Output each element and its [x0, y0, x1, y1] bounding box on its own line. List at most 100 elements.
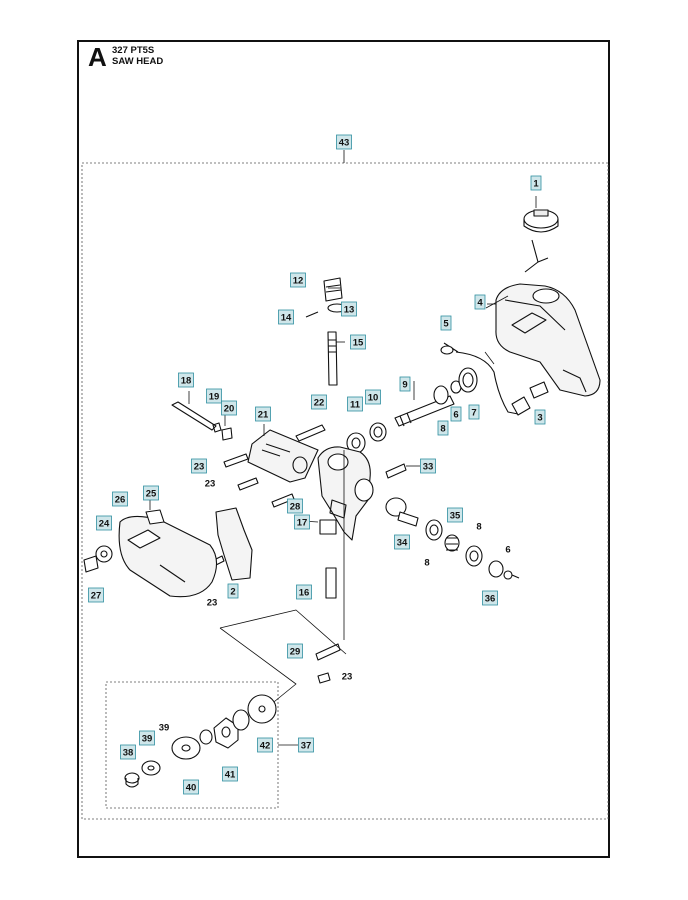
callout-label: 24 — [99, 519, 110, 530]
callout-label: 8 — [424, 558, 429, 569]
callout-label: 40 — [186, 783, 197, 794]
callout-box — [255, 406, 271, 422]
callout-box — [347, 396, 363, 412]
callout-box — [365, 389, 381, 405]
section-letter: A — [88, 42, 107, 72]
callout-label: 37 — [301, 741, 312, 752]
callout-box — [440, 315, 452, 331]
callout-17: 17 — [294, 514, 310, 530]
blade-kit-parts — [124, 694, 277, 788]
callout-box — [399, 376, 411, 392]
oil-filter-part — [529, 381, 549, 399]
model-name: 327 PT5S — [112, 45, 155, 56]
tensioner-parts — [171, 401, 233, 441]
callout-19: 19 — [206, 388, 222, 404]
callout-box — [534, 409, 546, 425]
callout-box — [221, 400, 237, 416]
callout-box — [287, 643, 303, 659]
callout-label: 13 — [344, 305, 355, 316]
callout-label: 23 — [342, 672, 353, 683]
callout-8: 8 — [437, 420, 449, 436]
callout-box — [294, 514, 310, 530]
section-title: SAW HEAD — [112, 56, 164, 67]
callout-box — [350, 334, 366, 350]
callout-label: 23 — [207, 598, 218, 609]
callout-label: 8 — [440, 424, 445, 435]
callout-box — [311, 394, 327, 410]
callout-box — [88, 587, 104, 603]
callout-box — [474, 294, 486, 310]
callout-box — [530, 175, 542, 191]
callout-box — [183, 779, 199, 795]
callout-label: 21 — [258, 410, 269, 421]
callout-label: 19 — [209, 392, 220, 403]
callout-label: 15 — [353, 338, 364, 349]
callout-8: 8 — [476, 522, 481, 533]
callout-box — [394, 534, 410, 550]
callout-label: 27 — [91, 591, 102, 602]
callout-label: 34 — [397, 538, 408, 549]
callout-label: 5 — [443, 319, 449, 330]
callout-box — [482, 590, 498, 606]
callout-23: 23 — [342, 672, 353, 683]
callout-39: 39 — [159, 723, 170, 734]
callout-18: 18 — [178, 372, 194, 388]
callout-label: 23 — [194, 462, 205, 473]
callout-42: 42 — [257, 737, 273, 753]
callout-20: 20 — [221, 400, 237, 416]
callout-40: 40 — [183, 779, 199, 795]
callout-label: 16 — [299, 588, 310, 599]
callout-label: 39 — [142, 734, 153, 745]
assembly-group-border — [81, 162, 609, 820]
callout-23: 23 — [191, 458, 207, 474]
callout-38: 38 — [120, 744, 136, 760]
oil-pump-parts — [305, 277, 347, 386]
diagram-frame — [77, 40, 610, 858]
callout-1: 1 — [530, 175, 542, 191]
callout-label: 29 — [290, 647, 301, 658]
callout-24: 24 — [96, 515, 112, 531]
callout-23: 23 — [205, 479, 216, 490]
callout-label: 33 — [423, 462, 434, 473]
callout-29: 29 — [287, 643, 303, 659]
callout-box — [296, 584, 312, 600]
callout-3: 3 — [534, 409, 546, 425]
parts-drawing — [83, 196, 601, 788]
callout-box — [450, 406, 462, 422]
callout-9: 9 — [399, 376, 411, 392]
callout-label: 35 — [450, 511, 461, 522]
callout-label: 20 — [224, 404, 235, 415]
pin-16-part — [325, 567, 337, 599]
callout-33: 33 — [420, 458, 436, 474]
callout-label: 2 — [230, 587, 235, 598]
callout-27: 27 — [88, 587, 104, 603]
screw-29-part — [315, 643, 341, 661]
bracket-2-part — [215, 507, 253, 581]
guard-washers-part — [83, 545, 113, 573]
callout-28: 28 — [287, 498, 303, 514]
callout-label: 39 — [159, 723, 170, 734]
plate-21-part — [247, 429, 319, 483]
callout-label: 11 — [350, 400, 361, 411]
callout-26: 26 — [112, 491, 128, 507]
output-shaft-parts — [385, 497, 520, 580]
callout-5: 5 — [440, 315, 452, 331]
callout-16: 16 — [296, 584, 312, 600]
callout-35: 35 — [447, 507, 463, 523]
screw-33-part — [385, 463, 407, 479]
callout-box — [257, 737, 273, 753]
callout-box — [112, 491, 128, 507]
screw-22-part — [295, 424, 326, 442]
callout-box — [336, 134, 352, 150]
callout-label: 12 — [293, 276, 304, 287]
oil-hose-part — [440, 342, 531, 416]
screws-23-parts — [205, 453, 331, 684]
callout-box — [120, 744, 136, 760]
callout-box — [227, 583, 239, 599]
callout-23: 23 — [207, 598, 218, 609]
callout-box — [341, 301, 357, 317]
callout-6: 6 — [505, 545, 510, 556]
callout-box — [447, 507, 463, 523]
tank-cap-part — [523, 209, 559, 273]
